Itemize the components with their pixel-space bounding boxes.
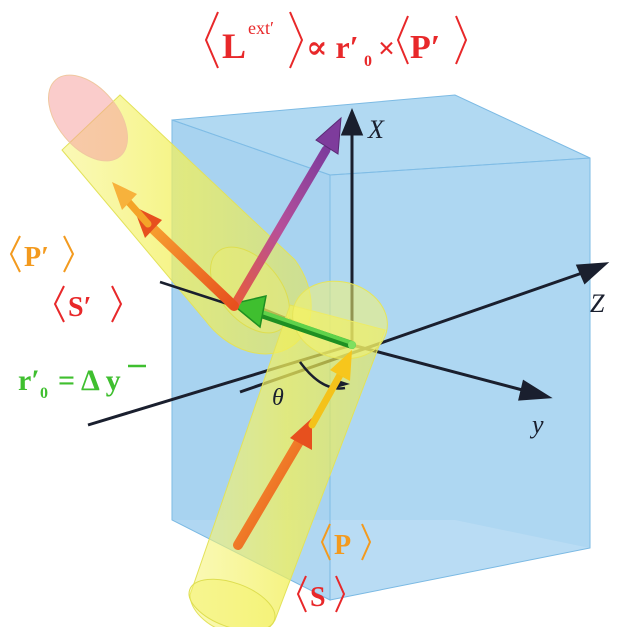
title-bracket-right [289,11,304,69]
title-bracket-left [204,11,219,69]
theta-label: θ [272,385,284,411]
S-arrow-shaft [233,435,305,550]
S-arrow-head [290,418,312,450]
title-formula: L ext′ ∝ r′ 0 × P′ [204,11,468,70]
P-prime-arrow [112,182,239,311]
y-axis-line [351,343,531,394]
P-prime-text: P′ [24,242,49,273]
r0-text: r′ [18,364,40,397]
title-sub0: 0 [364,53,372,70]
S-text: S [310,582,326,613]
lower-cylinder-bottom [188,578,276,627]
theta-arc [298,361,346,390]
z-axis-label: Z [590,289,605,318]
title-bracket-left2 [396,15,409,65]
title-P: P′ [410,29,440,66]
title-prop-r: ∝ r′ [306,29,359,65]
connector-line [159,280,235,308]
title-ext: ext′ [248,18,274,38]
origin-dot [348,341,356,349]
r0-rhs: = Δ y [58,364,121,397]
P-prime-label: P′ [9,235,75,273]
z-axis-arrowhead [575,262,610,285]
P-label: P [320,523,372,561]
S-prime-text: S′ [68,292,91,323]
y-axis-label: y [529,410,544,439]
P-prime-arrow-head [112,182,137,210]
x-axis-label: X [367,115,385,144]
r0-label: r′ 0 = Δ y [18,364,146,402]
P-text: P [334,530,351,561]
y-axis-arrowhead [518,379,553,401]
S-prime-label: S′ [53,285,123,323]
r0-sub: 0 [40,385,48,402]
P-arrow-head [330,350,352,381]
title-times: × [378,32,395,65]
P-arrow-shaft [308,371,344,429]
L-ext-arrow-head [315,116,342,155]
x-axis-arrowhead [340,108,364,136]
title-L: L [222,26,246,66]
S-label: S [296,575,346,613]
P-arrow [233,350,352,550]
L-ext-arrow-shaft [229,145,331,311]
lower-cylinder-top [292,280,388,360]
r0-arrow [230,295,356,349]
upper-cylinder-cap [47,74,129,162]
S-prime-arrow-shaft [145,221,239,311]
title-bracket-right2 [455,15,468,65]
L-ext-arrow [229,116,342,311]
